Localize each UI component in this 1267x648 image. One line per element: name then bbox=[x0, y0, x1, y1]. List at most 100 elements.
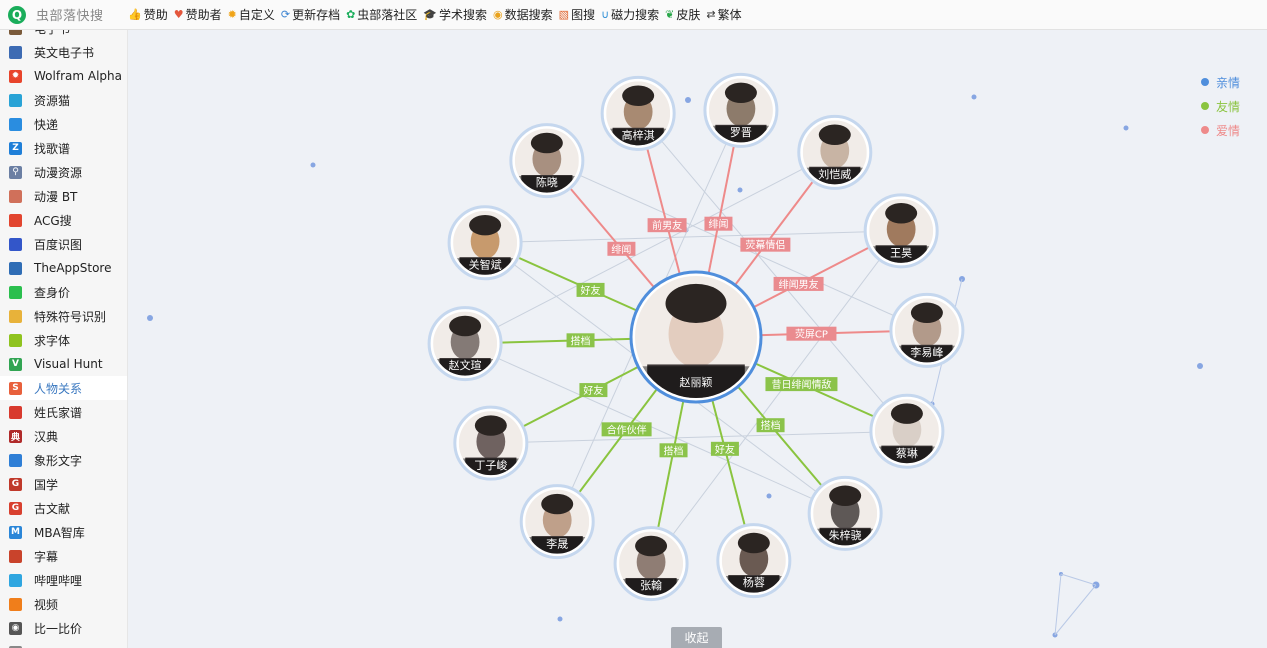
sidebar-item-12[interactable]: 特殊符号识别 bbox=[0, 304, 127, 328]
topnav-label: 皮肤 bbox=[676, 8, 701, 22]
z-icon: Z bbox=[9, 141, 22, 155]
sidebar-item-26[interactable] bbox=[0, 640, 127, 648]
gear-icon: ✹ bbox=[227, 8, 237, 21]
topnav-item-10[interactable]: ⇄繁体 bbox=[706, 6, 741, 23]
person-node[interactable]: 李晟 bbox=[519, 484, 595, 560]
avatar-photo bbox=[458, 411, 523, 476]
sidebar-item-13[interactable]: 求字体 bbox=[0, 328, 127, 352]
sidebar-item-11[interactable]: 查身价 bbox=[0, 280, 127, 304]
topnav-item-2[interactable]: ✹自定义 bbox=[228, 6, 275, 23]
person-node[interactable]: 高梓淇 bbox=[600, 75, 676, 151]
sidebar-item-label: 人物关系 bbox=[34, 381, 83, 396]
site-logo[interactable]: Q 虫部落快搜 bbox=[0, 5, 128, 24]
relation-label[interactable]: 好友 bbox=[579, 383, 608, 398]
person-node[interactable]: 蔡琳 bbox=[869, 393, 945, 469]
topnav-item-3[interactable]: ⟳更新存档 bbox=[281, 6, 340, 23]
relation-label[interactable]: 搭档 bbox=[756, 418, 785, 433]
person-node[interactable]: 陈晓 bbox=[509, 123, 585, 199]
sidebar-item-2[interactable]: ✹Wolfram Alpha bbox=[0, 64, 127, 88]
person-node[interactable]: 王昊 bbox=[863, 193, 939, 269]
relation-label[interactable]: 好友 bbox=[576, 282, 605, 297]
particle-dot bbox=[1123, 125, 1129, 131]
relation-label-bg bbox=[704, 216, 733, 231]
sidebar-item-17[interactable]: 典汉典 bbox=[0, 424, 127, 448]
person-node[interactable]: 朱梓骁 bbox=[807, 475, 883, 551]
sidebar-item-16[interactable]: 姓氏家谱 bbox=[0, 400, 127, 424]
relation-label-bg bbox=[786, 326, 837, 341]
visualhunt-icon: V bbox=[9, 357, 22, 371]
glyph-icon bbox=[9, 453, 22, 467]
person-node[interactable]: 丁子峻 bbox=[453, 405, 529, 481]
legend-dot-icon bbox=[1201, 78, 1209, 86]
sidebar-item-9[interactable]: 百度识图 bbox=[0, 232, 127, 256]
sidebar-item-4[interactable]: 快递 bbox=[0, 112, 127, 136]
topnav-label: 数据搜索 bbox=[504, 8, 553, 22]
sidebar-item-10[interactable]: TheAppStore bbox=[0, 256, 127, 280]
swap-icon: ⇄ bbox=[706, 8, 716, 21]
center-person-node[interactable]: 赵丽颖 bbox=[629, 270, 763, 407]
relationship-graph[interactable]: 前男友绯闻荧幕情侣绯闻男友荧屏CP昔日绯闻情敌搭档好友搭档合作伙伴好友搭档好友绯… bbox=[128, 30, 1267, 648]
collapse-button[interactable]: 收起 bbox=[671, 627, 722, 648]
relation-label[interactable]: 搭档 bbox=[659, 443, 688, 458]
sidebar-item-6[interactable]: ⚲动漫资源 bbox=[0, 160, 127, 184]
sidebar-item-22[interactable]: 字幕 bbox=[0, 544, 127, 568]
topnav-item-8[interactable]: ∪磁力搜索 bbox=[601, 6, 659, 23]
sidebar-item-24[interactable]: 视频 bbox=[0, 592, 127, 616]
person-name: 陈晓 bbox=[536, 175, 558, 189]
topnav-item-9[interactable]: ❦皮肤 bbox=[665, 6, 700, 23]
person-node[interactable]: 关智斌 bbox=[447, 205, 523, 281]
sidebar-item-23[interactable]: 哔哩哔哩 bbox=[0, 568, 127, 592]
relation-label[interactable]: 昔日绯闻情敌 bbox=[765, 377, 838, 392]
relation-label[interactable]: 前男友 bbox=[647, 218, 687, 233]
legend-item-family[interactable]: 亲情 bbox=[1201, 70, 1261, 94]
sidebar-item-7[interactable]: 动漫 BT bbox=[0, 184, 127, 208]
topnav-item-4[interactable]: ✿虫部落社区 bbox=[346, 6, 417, 23]
topnav-item-6[interactable]: ◉数据搜索 bbox=[493, 6, 553, 23]
topnav-item-5[interactable]: 🎓学术搜索 bbox=[423, 6, 487, 23]
sidebar-item-label: 视频 bbox=[34, 597, 59, 612]
topnav-label: 自定义 bbox=[238, 8, 275, 22]
legend-dot-icon bbox=[1201, 102, 1209, 110]
topnav-item-0[interactable]: 👍赞助 bbox=[128, 6, 168, 23]
legend-item-love[interactable]: 爱情 bbox=[1201, 118, 1261, 142]
relation-label[interactable]: 搭档 bbox=[566, 333, 595, 348]
relation-label[interactable]: 绯闻男友 bbox=[773, 276, 824, 291]
relation-label-bg bbox=[601, 422, 652, 437]
person-node[interactable]: 李易峰 bbox=[889, 292, 965, 368]
person-node[interactable]: 刘恺威 bbox=[797, 114, 873, 190]
relation-label[interactable]: 好友 bbox=[710, 441, 739, 456]
particle-dot bbox=[685, 97, 691, 103]
relation-label-bg bbox=[710, 441, 739, 456]
relation-label-bg bbox=[773, 276, 824, 291]
sidebar-item-label: 求字体 bbox=[34, 333, 71, 348]
dictionary-icon: 典 bbox=[9, 429, 22, 443]
person-node[interactable]: 赵文瑄 bbox=[427, 306, 503, 382]
legend-item-friend[interactable]: 友情 bbox=[1201, 94, 1261, 118]
topnav-item-1[interactable]: ♥赞助者 bbox=[174, 6, 222, 23]
relation-label[interactable]: 绯闻 bbox=[704, 216, 733, 231]
person-node[interactable]: 张翰 bbox=[613, 526, 689, 602]
particle-link bbox=[1054, 573, 1062, 636]
relation-label[interactable]: 荧幕情侣 bbox=[740, 237, 791, 252]
cat-icon bbox=[9, 93, 22, 107]
relation-label[interactable]: 合作伙伴 bbox=[601, 422, 652, 437]
sidebar-item-0[interactable]: 电子书 bbox=[0, 30, 127, 40]
sidebar-item-3[interactable]: 资源猫 bbox=[0, 88, 127, 112]
sidebar-item-8[interactable]: ACG搜 bbox=[0, 208, 127, 232]
topnav-item-7[interactable]: ▧图搜 bbox=[559, 6, 595, 23]
person-node[interactable]: 杨蓉 bbox=[716, 523, 792, 599]
relation-label[interactable]: 绯闻 bbox=[607, 241, 636, 256]
sidebar-item-18[interactable]: 象形文字 bbox=[0, 448, 127, 472]
sidebar-item-25[interactable]: ◉比一比价 bbox=[0, 616, 127, 640]
relation-label[interactable]: 荧屏CP bbox=[786, 326, 837, 341]
avatar-photo bbox=[606, 81, 671, 146]
sidebar-item-1[interactable]: 英文电子书 bbox=[0, 40, 127, 64]
person-node[interactable]: 罗晋 bbox=[703, 72, 779, 148]
